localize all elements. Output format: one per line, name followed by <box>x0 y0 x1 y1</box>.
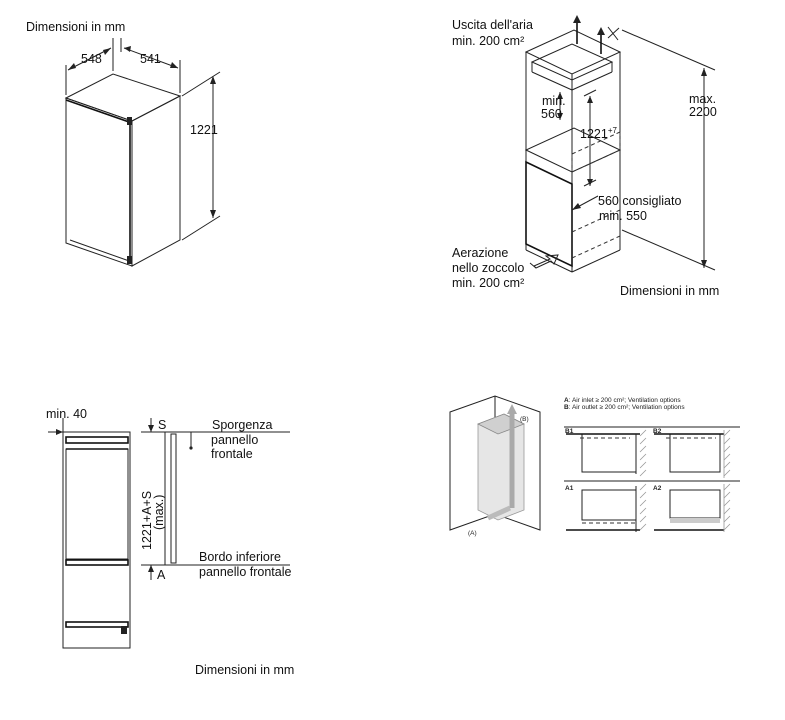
panel-front-panel: min. 40 S A Sporgenza pannello frontale … <box>0 390 330 690</box>
niche-height-label: 1221+7 <box>580 124 617 141</box>
air-outlet-min: min. 200 cm² <box>452 34 525 48</box>
min-label: min. <box>542 94 566 108</box>
inlet-label-3: min. 200 cm² <box>452 276 525 290</box>
appliance-drawing <box>64 38 221 267</box>
depth-min: min. 550 <box>599 209 647 223</box>
legend-a-text: : Air inlet ≥ 200 cm²; Ventilation optio… <box>568 397 681 404</box>
legend-a-key: A <box>564 397 569 404</box>
vertical-dimension-max: (max.) <box>152 494 166 530</box>
dimension-height-label: 1221 <box>190 123 218 137</box>
dimension-width-label: 541 <box>140 52 161 66</box>
air-outlet-label: Uscita dell'aria <box>452 18 533 32</box>
dimension-depth-label: 548 <box>81 52 102 66</box>
panel-ventilation-options: A: Air inlet ≥ 200 cm²; Ventilation opti… <box>440 390 785 550</box>
legend-b-key: B <box>564 404 569 411</box>
inlet-label-2: nello zoccolo <box>452 261 525 275</box>
panel-appliance-dimensions: Dimensioni in mm 548 541 1221 <box>0 0 320 300</box>
panel-niche-ventilation: Uscita dell'aria min. 200 cm² max. 2200 … <box>440 0 785 310</box>
label-b-top: (B) <box>520 416 529 423</box>
label-a-bottom: (A) <box>468 530 477 537</box>
overhang-label-3: frontale <box>211 447 253 461</box>
ventilation-drawing <box>449 395 740 532</box>
option-a2-label: A2 <box>653 485 662 492</box>
depth-recommended: 560 consigliato <box>598 194 682 208</box>
max-height-label: max. <box>689 92 717 106</box>
niche-height-value: 1221 <box>580 127 608 142</box>
inlet-label-1: Aerazione <box>452 246 509 260</box>
overhang-label-2: pannello <box>211 433 259 447</box>
a-label: A <box>157 568 166 582</box>
niche-drawing <box>524 15 716 273</box>
option-b2-label: B2 <box>653 428 662 435</box>
niche-height-tolerance: +7 <box>607 126 617 135</box>
s-label: S <box>158 418 167 432</box>
max-height-value: 2200 <box>689 105 717 119</box>
min-value: 560 <box>541 107 562 121</box>
legend-b-text: : Air outlet ≥ 200 cm²; Ventilation opti… <box>568 404 685 411</box>
panel-c-footer: Dimensioni in mm <box>195 663 295 677</box>
legend-b: B: Air outlet ≥ 200 cm²; Ventilation opt… <box>564 404 685 411</box>
lower-edge-label-1: Bordo inferiore <box>199 550 281 564</box>
legend-a: A: Air inlet ≥ 200 cm²; Ventilation opti… <box>564 397 681 404</box>
panel-b-footer: Dimensioni in mm <box>620 284 720 298</box>
min-40-label: min. 40 <box>46 407 87 421</box>
overhang-label-1: Sporgenza <box>212 418 273 432</box>
lower-edge-label-2: pannello frontale <box>199 565 292 579</box>
panel-a-title: Dimensioni in mm <box>26 20 126 34</box>
option-b1-label: B1 <box>565 428 574 435</box>
option-a1-label: A1 <box>565 485 574 492</box>
front-panel-drawing <box>48 418 290 649</box>
